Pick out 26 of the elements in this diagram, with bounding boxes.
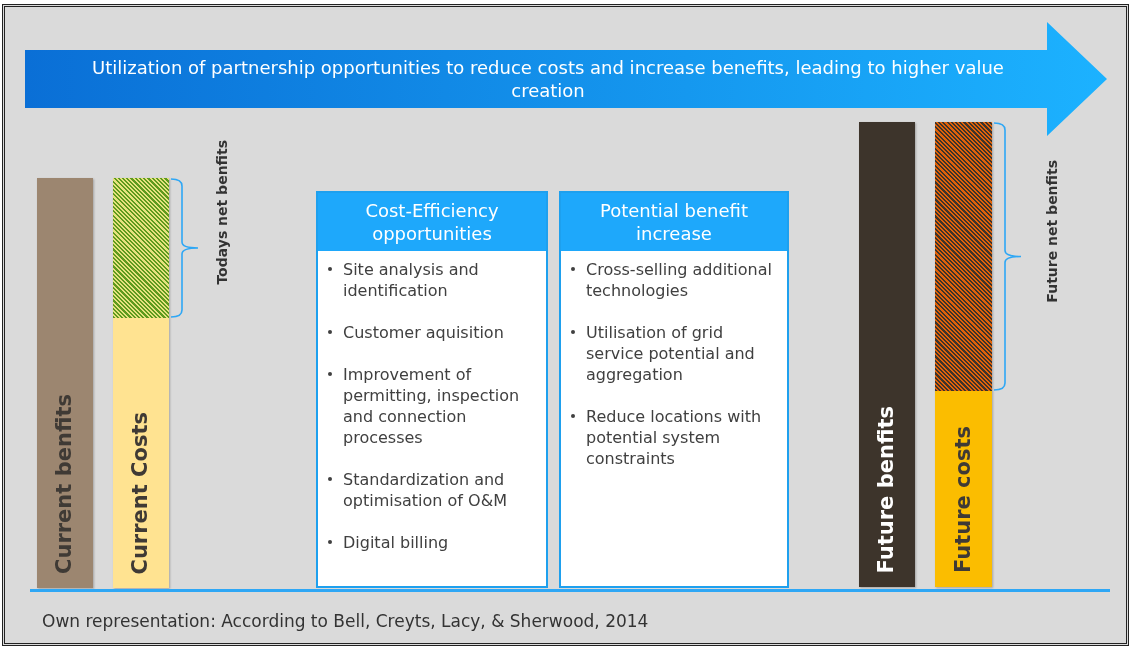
bar [935, 391, 992, 587]
bar-label: Future costs [949, 425, 976, 573]
hatched-bar [113, 178, 169, 318]
bullet-item: Reduce locations with potential system constraints [586, 406, 763, 469]
bullet-item: Customer aquisition [343, 322, 504, 343]
arrow-label: Utilization of partnership opportunities to reduce costs and increase benefits, leading to higher value creation [91, 56, 1005, 102]
caption: Own representation: According to Bell, Creyts, Lacy, & Sherwood, 2014 [42, 610, 649, 633]
list-card [316, 191, 548, 588]
brace-label: Future net benfits [1043, 160, 1061, 303]
bar [859, 122, 915, 587]
bar-label: Future benfits [873, 405, 900, 573]
bullet-item: Standardization and optimisation of O&M [343, 469, 508, 511]
bar [37, 178, 93, 588]
bullet-item: Improvement of permitting, inspection and connection processes [343, 364, 521, 448]
brace-label: Todays net benfits [213, 140, 231, 285]
bullet-item: Site analysis and identification [343, 259, 480, 301]
bullet-item: Digital billing [343, 532, 449, 553]
card-title: Cost-Efficiency opportunities [364, 199, 500, 245]
bar-label: Current Costs [127, 411, 154, 574]
card-title: Potential benefit increase [599, 199, 749, 245]
hatched-bar [935, 122, 992, 391]
bullet-item: Cross-selling additional technologies [586, 259, 773, 301]
bar-label: Current benfits [51, 394, 78, 574]
bullet-item: Utilisation of grid service potential and aggregation [586, 322, 756, 385]
bar [113, 318, 169, 588]
list-card [559, 191, 789, 588]
